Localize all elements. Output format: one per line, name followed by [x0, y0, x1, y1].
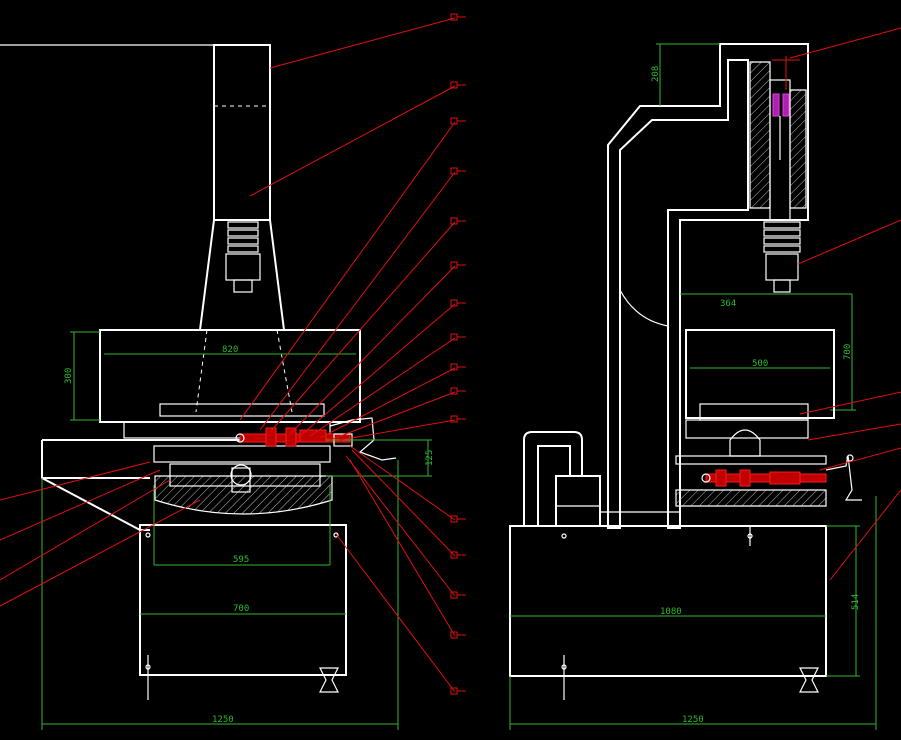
left-leaders [0, 13, 466, 695]
left-cabinet [139, 524, 347, 676]
pump [555, 475, 601, 527]
dim-700-left: 700 [233, 604, 249, 614]
spindle-left [225, 221, 261, 293]
right-leaders [789, 27, 901, 581]
upper-table [99, 329, 361, 423]
column [213, 44, 271, 221]
dim-820: 820 [222, 345, 238, 355]
right-red-shaft [701, 469, 827, 487]
spindle-right [763, 221, 801, 293]
left-red-shaft [235, 427, 351, 447]
left-foot [319, 667, 339, 693]
c-frame [607, 43, 809, 529]
dim-300: 300 [64, 368, 74, 384]
dim-1250-left: 1250 [212, 715, 234, 725]
left-hatch-block [154, 475, 333, 515]
dim-514: 514 [851, 594, 861, 610]
magenta-spring [772, 93, 790, 117]
front-view: 820 300 595 7 [0, 13, 466, 730]
dim-208: 208 [651, 66, 661, 82]
dim-700-right: 700 [843, 344, 853, 360]
dim-500: 500 [752, 359, 768, 369]
dim-1080: 1080 [660, 607, 682, 617]
dim-595: 595 [233, 555, 249, 565]
right-upper-table [685, 329, 835, 419]
pipe [523, 431, 583, 526]
side-view: 208 364 700 500 [509, 27, 901, 730]
dim-125: 125 [425, 450, 435, 466]
dim-1250-right: 1250 [682, 715, 704, 725]
right-cabinet [509, 525, 827, 677]
right-foot [799, 667, 819, 693]
dim-364: 364 [720, 299, 736, 309]
